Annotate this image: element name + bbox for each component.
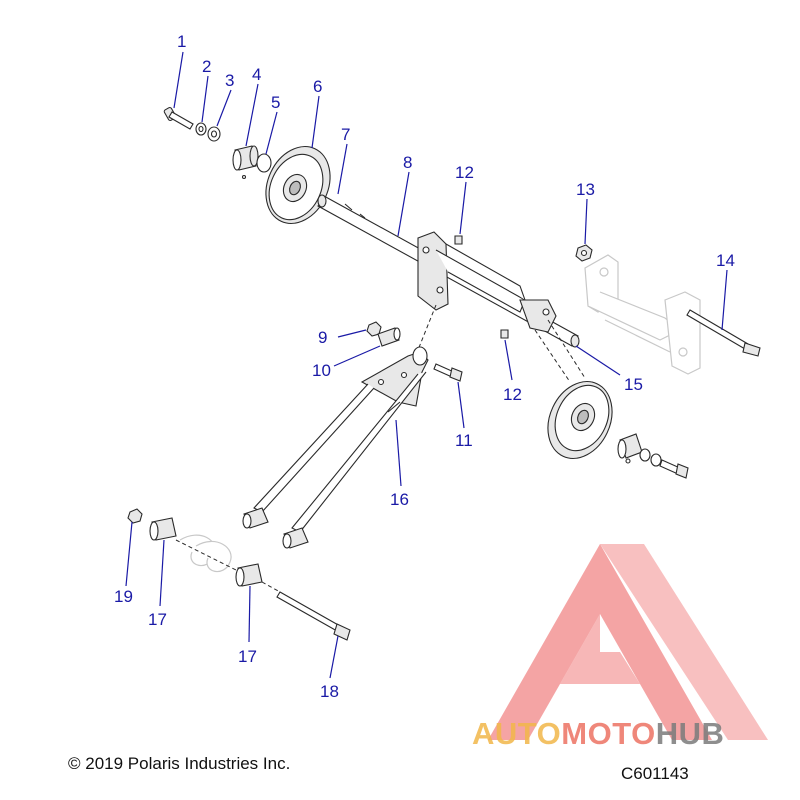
callout-12-lower: 12 xyxy=(503,385,522,404)
callout-12-upper: 12 xyxy=(455,163,474,182)
callout-labels: 1 2 3 4 5 6 7 8 12 13 14 9 10 11 12 15 1… xyxy=(114,32,735,701)
watermark-auto: AUTO xyxy=(472,716,562,751)
ghost-spring xyxy=(179,534,232,573)
wheel-15 xyxy=(547,381,613,459)
callout-8: 8 xyxy=(403,153,412,172)
long-bolt-18 xyxy=(276,591,351,641)
wheel-6 xyxy=(265,146,331,224)
callout-7: 7 xyxy=(341,125,350,144)
figure-id: C601143 xyxy=(621,764,689,783)
center-bracket xyxy=(417,231,557,333)
bushing-17-upper xyxy=(149,517,177,541)
callout-13: 13 xyxy=(576,180,595,199)
washers-right xyxy=(639,448,662,467)
bearing-4 xyxy=(232,145,259,180)
nut-19 xyxy=(127,508,143,524)
oring-5 xyxy=(256,153,272,173)
callout-5: 5 xyxy=(271,93,280,112)
callout-19: 19 xyxy=(114,587,133,606)
callout-3: 3 xyxy=(225,71,234,90)
bolt-1 xyxy=(163,106,194,130)
bushing-17-lower xyxy=(235,563,263,587)
leader-lines xyxy=(125,51,728,679)
callout-9: 9 xyxy=(318,328,327,347)
watermark-brand-text: AUTOMOTOHUB xyxy=(472,716,724,752)
washer-2 xyxy=(195,122,207,136)
long-bolt-14 xyxy=(686,309,761,357)
ghost-bracket xyxy=(584,254,701,375)
watermark-moto: MOTO xyxy=(561,716,656,751)
watermark-hub: HUB xyxy=(655,716,725,751)
bolt-11 xyxy=(433,363,463,382)
washer-3 xyxy=(207,126,221,142)
nut-13 xyxy=(575,244,593,262)
callout-17-lower: 17 xyxy=(238,647,257,666)
copyright-text: © 2019 Polaris Industries Inc. xyxy=(68,754,291,773)
callout-16: 16 xyxy=(390,490,409,509)
watermark-logo xyxy=(488,544,768,740)
bolt-right xyxy=(659,459,689,479)
callout-6: 6 xyxy=(313,77,322,96)
bearing-right xyxy=(617,433,643,464)
set-screw-12-upper xyxy=(454,235,463,245)
callout-4: 4 xyxy=(252,65,261,84)
callout-18: 18 xyxy=(320,682,339,701)
callout-2: 2 xyxy=(202,57,211,76)
spacer-10 xyxy=(377,327,401,347)
callout-10: 10 xyxy=(312,361,331,380)
set-screw-12-lower xyxy=(500,329,509,339)
callout-11: 11 xyxy=(455,431,473,450)
callout-15: 15 xyxy=(624,375,643,394)
callout-1: 1 xyxy=(177,32,186,51)
callout-17-upper: 17 xyxy=(148,610,167,629)
arm-16 xyxy=(242,346,429,549)
callout-14: 14 xyxy=(716,251,735,270)
